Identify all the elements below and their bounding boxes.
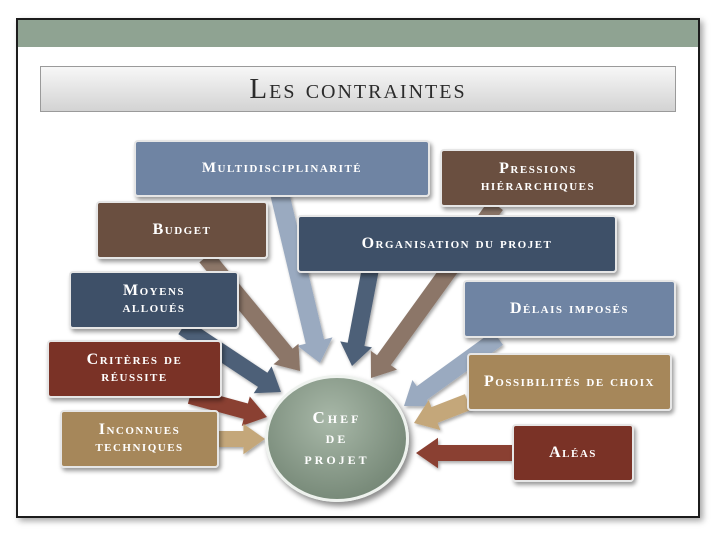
- box-aleas: Aléas: [512, 424, 634, 482]
- title-banner: Les contraintes: [40, 66, 676, 112]
- box-moyens: Moyens alloués: [69, 271, 239, 329]
- box-delais: Délais imposés: [463, 280, 676, 338]
- box-possibilites: Possibilités de choix: [467, 353, 672, 411]
- hub-label: Chef de projet: [304, 407, 370, 468]
- label-moyens: Moyens alloués: [122, 282, 186, 316]
- slide: Les contraintes Multidisciplinarité Pres…: [16, 18, 700, 518]
- top-band: [18, 20, 698, 47]
- label-budget: Budget: [152, 220, 212, 238]
- box-pressions: Pressions hiérarchiques: [440, 149, 636, 207]
- arrow-moyens: [178, 319, 281, 394]
- arrow-possibilites: [414, 394, 472, 431]
- chef-de-projet-hub: Chef de projet: [265, 375, 409, 502]
- label-criteres: Critères de réussite: [86, 351, 183, 385]
- label-multidisciplinarite: Multidisciplinarité: [201, 159, 363, 176]
- arrow-multidisciplinarite: [270, 192, 333, 363]
- box-budget: Budget: [96, 201, 268, 259]
- box-inconnues: Inconnues techniques: [60, 410, 219, 468]
- slide-title: Les contraintes: [249, 72, 467, 105]
- box-criteres: Critères de réussite: [47, 340, 222, 398]
- box-multidisciplinarite: Multidisciplinarité: [134, 140, 430, 197]
- label-pressions: Pressions hiérarchiques: [480, 160, 596, 194]
- label-possibilites: Possibilités de choix: [484, 372, 655, 390]
- arrow-inconnues: [217, 423, 265, 455]
- arrow-organisation: [340, 269, 379, 366]
- arrow-delais: [404, 331, 503, 407]
- box-organisation: Organisation du projet: [297, 215, 617, 273]
- label-inconnues: Inconnues techniques: [95, 421, 184, 455]
- label-organisation: Organisation du projet: [361, 234, 553, 252]
- label-delais: Délais imposés: [509, 299, 630, 317]
- label-aleas: Aléas: [549, 443, 597, 461]
- arrow-aleas: [416, 437, 512, 469]
